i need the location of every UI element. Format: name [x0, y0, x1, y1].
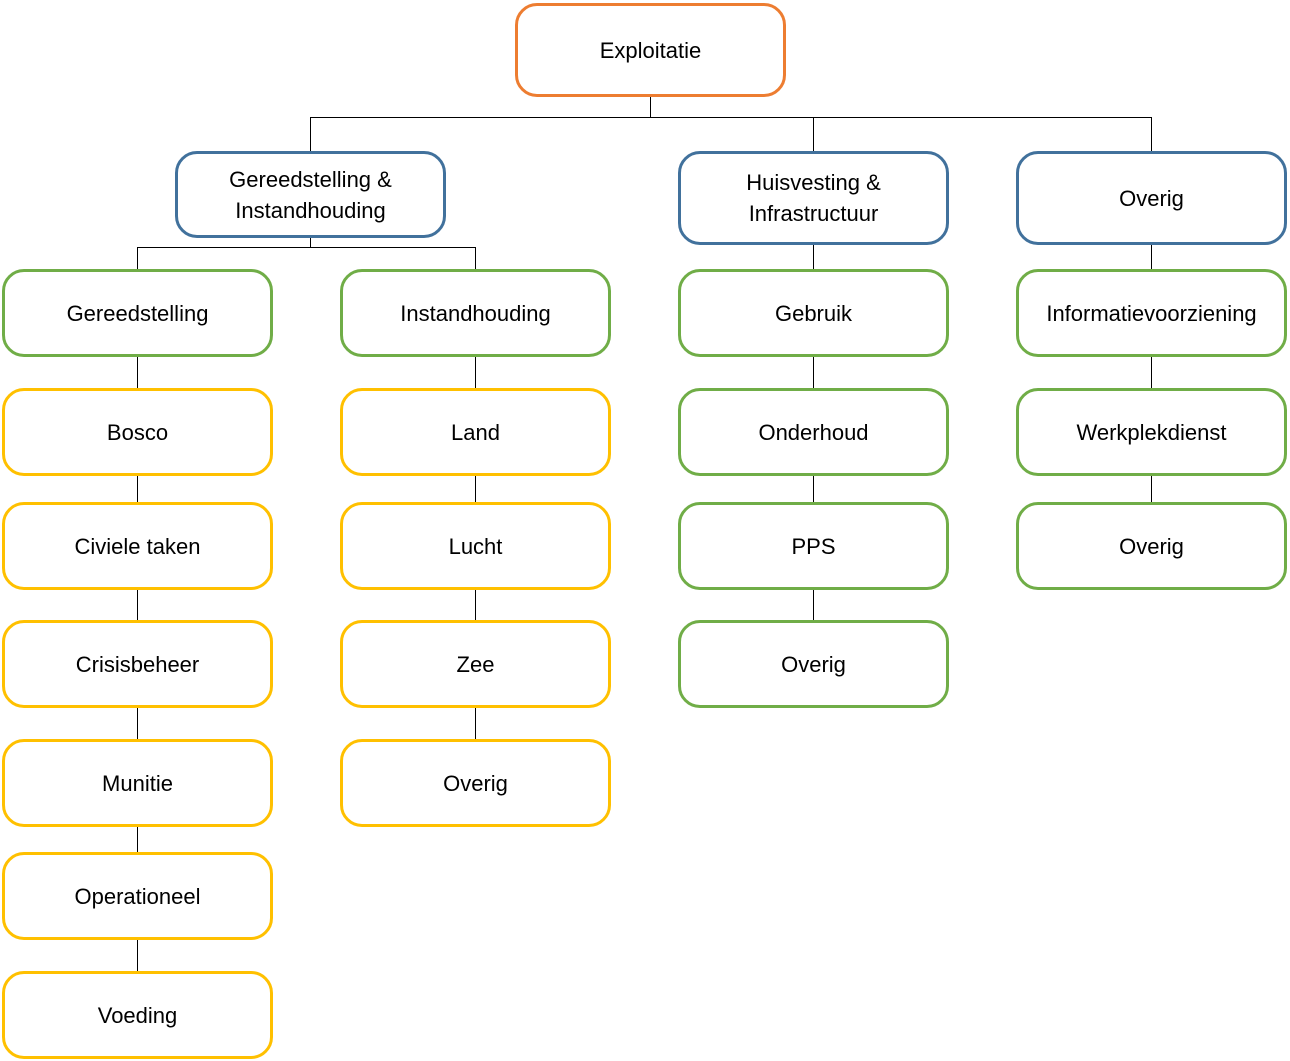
node-l1-huisvesting-infrastructuur: Huisvesting &Infrastructuur: [678, 151, 949, 245]
connector-line: [1151, 357, 1152, 388]
node-l2-onderhoud-label: Onderhoud: [758, 419, 869, 445]
node-l3-zee-label: Zee: [456, 651, 495, 677]
node-l2-overig: Overig: [1016, 502, 1287, 590]
node-l3-overig-label: Overig: [443, 770, 508, 796]
connector-line: [137, 590, 138, 620]
connector-line: [1151, 476, 1152, 502]
node-l2-onderhoud: Onderhoud: [678, 388, 949, 476]
node-l2-pps-label: PPS: [791, 533, 836, 559]
connector-line: [137, 247, 476, 248]
node-l3-operationeel-label: Operationeel: [74, 883, 201, 909]
connector-line: [310, 117, 311, 151]
connector-line: [813, 476, 814, 502]
node-l3-voeding-label: Voeding: [97, 1002, 178, 1028]
node-l2-werkplekdienst: Werkplekdienst: [1016, 388, 1287, 476]
node-l2-instandhouding-label: Instandhouding: [400, 300, 551, 326]
connector-line: [137, 476, 138, 502]
connector-line: [310, 117, 1152, 118]
node-l2-werkplekdienst-label: Werkplekdienst: [1076, 419, 1227, 445]
connector-line: [813, 357, 814, 388]
connector-line: [475, 247, 476, 269]
connector-line: [475, 590, 476, 620]
connector-line: [475, 708, 476, 739]
node-l3-bosco-label: Bosco: [106, 419, 169, 445]
connector-line: [137, 357, 138, 388]
connector-line: [310, 238, 311, 247]
connector-line: [137, 827, 138, 852]
node-l3-munitie-label: Munitie: [102, 770, 173, 796]
node-l3-crisisbeheer-label: Crisisbeheer: [75, 651, 200, 677]
connector-line: [650, 97, 651, 117]
node-l1-overig: Overig: [1016, 151, 1287, 245]
node-l1-gereedstelling-instandhouding-label: Gereedstelling &Instandhouding: [229, 166, 392, 223]
connector-line: [813, 245, 814, 269]
connector-line: [475, 476, 476, 502]
connector-line: [1151, 117, 1152, 151]
node-l2-gebruik: Gebruik: [678, 269, 949, 357]
node-l2-overig: Overig: [678, 620, 949, 708]
connector-line: [475, 357, 476, 388]
node-l3-civiele-taken: Civiele taken: [2, 502, 273, 590]
connector-line: [137, 940, 138, 971]
node-l3-lucht-label: Lucht: [448, 533, 503, 559]
node-l1-huisvesting-infrastructuur-label: Huisvesting &Infrastructuur: [746, 170, 881, 226]
connector-line: [137, 708, 138, 739]
node-l2-instandhouding: Instandhouding: [340, 269, 611, 357]
node-root-exploitatie: Exploitatie: [515, 3, 786, 97]
node-l2-overig-label: Overig: [781, 651, 846, 677]
connector-line: [137, 247, 138, 269]
node-l2-pps: PPS: [678, 502, 949, 590]
node-l3-zee: Zee: [340, 620, 611, 708]
node-l3-voeding: Voeding: [2, 971, 273, 1059]
connector-line: [1151, 245, 1152, 269]
connector-line: [813, 590, 814, 620]
node-root-exploitatie-label: Exploitatie: [599, 37, 702, 63]
node-l2-gereedstelling-label: Gereedstelling: [66, 300, 209, 326]
node-l3-land: Land: [340, 388, 611, 476]
node-l3-land-label: Land: [451, 419, 500, 445]
node-l3-civiele-taken-label: Civiele taken: [74, 533, 201, 559]
node-l3-bosco: Bosco: [2, 388, 273, 476]
node-l3-overig: Overig: [340, 739, 611, 827]
node-l3-lucht: Lucht: [340, 502, 611, 590]
node-l3-munitie: Munitie: [2, 739, 273, 827]
node-l2-gereedstelling: Gereedstelling: [2, 269, 273, 357]
node-l2-gebruik-label: Gebruik: [774, 300, 853, 326]
node-l1-gereedstelling-instandhouding: Gereedstelling &Instandhouding: [175, 151, 446, 238]
connector-line: [813, 117, 814, 151]
node-l2-informatievoorziening: Informatievoorziening: [1016, 269, 1287, 357]
node-l3-crisisbeheer: Crisisbeheer: [2, 620, 273, 708]
node-l2-informatievoorziening-label: Informatievoorziening: [1046, 300, 1257, 326]
node-l2-overig-label: Overig: [1119, 533, 1184, 559]
node-l1-overig-label: Overig: [1119, 185, 1184, 211]
node-l3-operationeel: Operationeel: [2, 852, 273, 940]
